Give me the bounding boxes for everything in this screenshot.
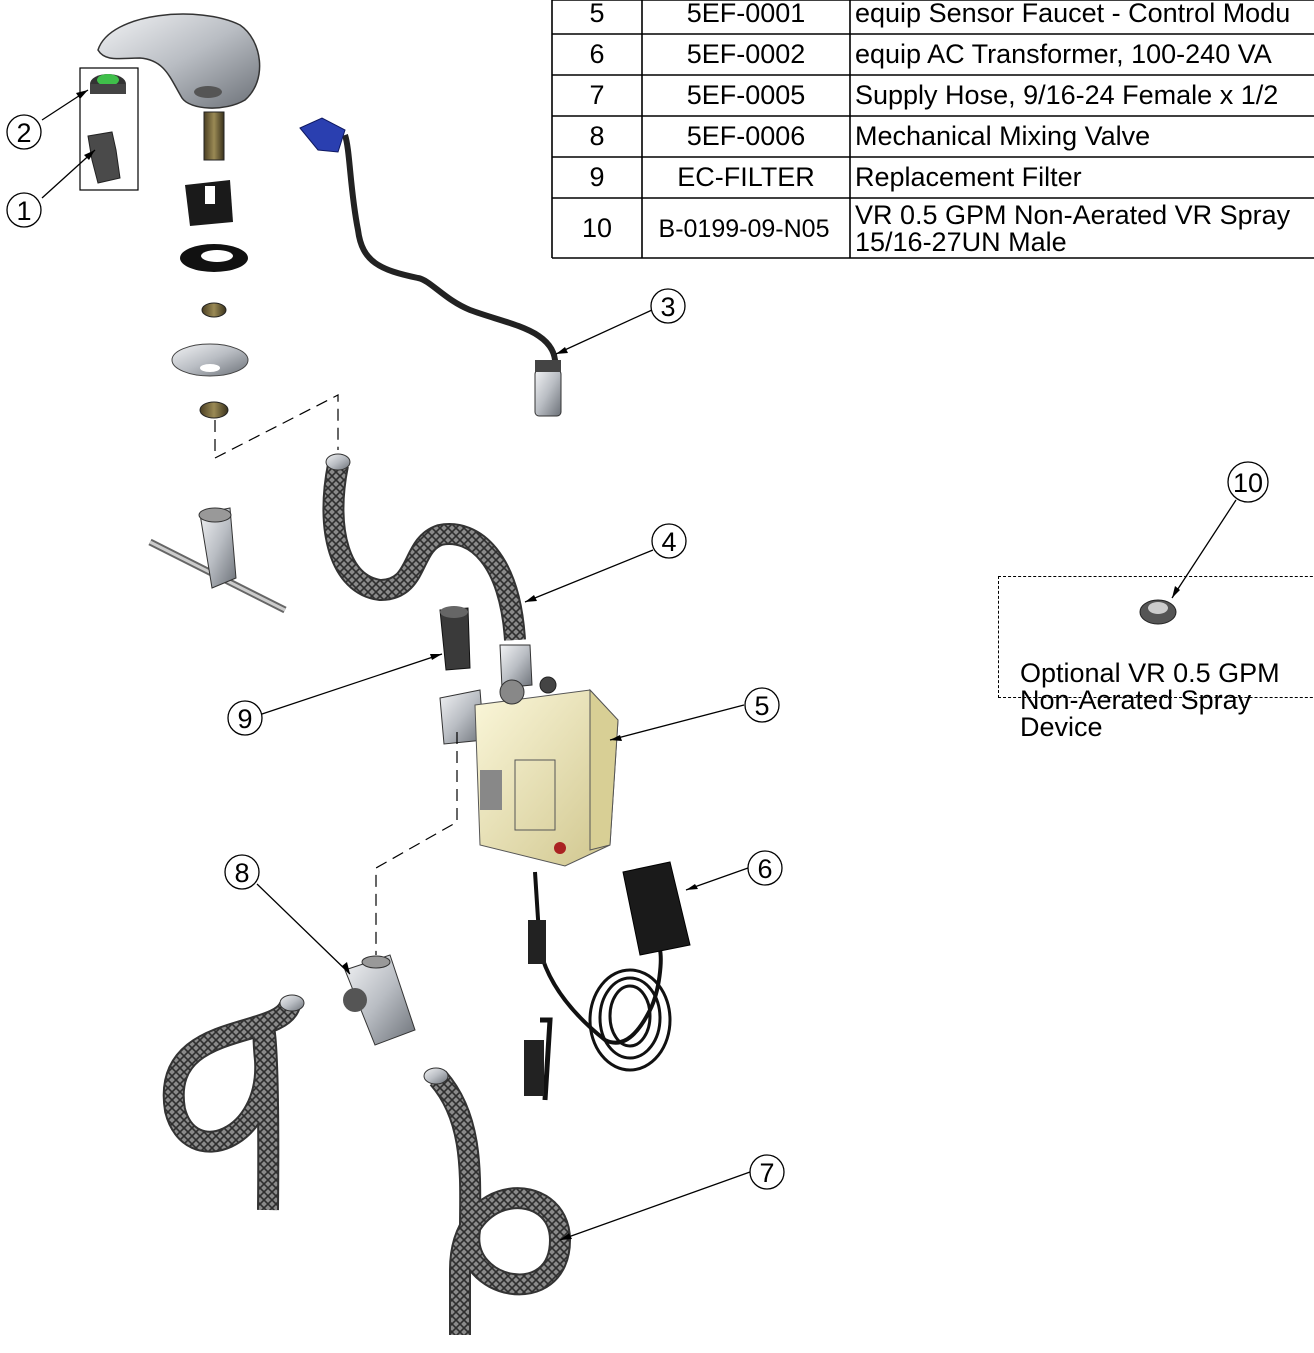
svg-text:7: 7	[759, 1158, 774, 1188]
callout-1: 1	[6, 192, 42, 228]
caption-line: Optional VR 0.5 GPM	[1020, 658, 1280, 688]
aerator	[90, 74, 126, 94]
part-description: VR 0.5 GPM Non-Aerated VR Spray	[855, 200, 1291, 230]
svg-text:3: 3	[660, 292, 675, 322]
item-number: 7	[589, 80, 604, 110]
callout-7: 7	[749, 1154, 785, 1190]
item-number: 10	[582, 213, 612, 243]
optional-device-box	[998, 576, 1314, 698]
caption-line: Device	[1020, 712, 1103, 742]
part-number: 5EF-0005	[687, 80, 806, 110]
svg-text:1: 1	[16, 196, 31, 226]
part-description: Mechanical Mixing Valve	[855, 121, 1150, 151]
table-row: 7 5EF-0005 Supply Hose, 9/16-24 Female x…	[589, 80, 1278, 110]
control-module	[439, 676, 619, 867]
part-description: Replacement Filter	[855, 162, 1082, 192]
caption-line: Non-Aerated Spray	[1020, 685, 1252, 715]
callout-9: 9	[227, 700, 263, 736]
part-number: 5EF-0001	[687, 0, 806, 28]
table-row: 5 5EF-0001 equip Sensor Faucet - Control…	[589, 0, 1290, 28]
leader-arrowheads	[76, 90, 1180, 1240]
part-number: B-0199-09-N05	[659, 215, 830, 243]
supply-hoses	[162, 994, 572, 1335]
callout-balloons: 1 2 3 4 5 6 7 8	[6, 114, 1269, 1190]
part-number: 5EF-0002	[687, 39, 806, 69]
spray-device	[1139, 599, 1177, 625]
sensor-cable	[299, 117, 562, 417]
leader-lines	[41, 89, 1237, 1241]
installation-wrench	[148, 507, 287, 614]
callout-8: 8	[224, 854, 260, 890]
svg-text:4: 4	[661, 527, 676, 557]
svg-text:2: 2	[16, 118, 31, 148]
callout-2: 2	[6, 114, 42, 150]
mixing-valve	[343, 954, 416, 1046]
part-description: Supply Hose, 9/16-24 Female x 1/2	[855, 80, 1278, 110]
part-description-line2: 15/16-27UN Male	[855, 227, 1067, 257]
item-number: 9	[589, 162, 604, 192]
gasket	[87, 131, 121, 184]
item-number: 8	[589, 121, 604, 151]
part-number: 5EF-0006	[687, 121, 806, 151]
ac-transformer	[524, 861, 691, 1101]
svg-text:9: 9	[237, 704, 252, 734]
faucet-spout	[97, 13, 261, 161]
callout-6: 6	[747, 850, 783, 886]
part-number: EC-FILTER	[677, 162, 815, 192]
table-row: 9 EC-FILTER Replacement Filter	[589, 162, 1081, 192]
part-description: equip Sensor Faucet - Control Modu	[855, 0, 1290, 28]
svg-text:6: 6	[757, 854, 772, 884]
table-row: 6 5EF-0002 equip AC Transformer, 100-240…	[589, 39, 1271, 69]
svg-text:5: 5	[754, 691, 769, 721]
callout-5: 5	[744, 687, 780, 723]
table-row: 10 B-0199-09-N05 VR 0.5 GPM Non-Aerated …	[582, 200, 1291, 257]
part-description: equip AC Transformer, 100-240 VA	[855, 39, 1272, 69]
replacement-filter	[439, 606, 471, 671]
parts-table: 5 5EF-0001 equip Sensor Faucet - Control…	[551, 0, 1314, 259]
item-number: 5	[589, 0, 604, 28]
aerator-group	[79, 67, 139, 191]
callout-4: 4	[651, 523, 687, 559]
svg-text:10: 10	[1233, 468, 1263, 498]
callout-10: 10	[1227, 461, 1269, 503]
supply-hose-outlet	[322, 453, 533, 689]
mounting-hardware	[171, 180, 249, 419]
table-row: 8 5EF-0006 Mechanical Mixing Valve	[589, 121, 1150, 151]
optional-device-caption: Optional VR 0.5 GPM Non-Aerated Spray De…	[1020, 660, 1310, 741]
item-number: 6	[589, 39, 604, 69]
callout-3: 3	[650, 288, 686, 324]
svg-text:8: 8	[234, 858, 249, 888]
